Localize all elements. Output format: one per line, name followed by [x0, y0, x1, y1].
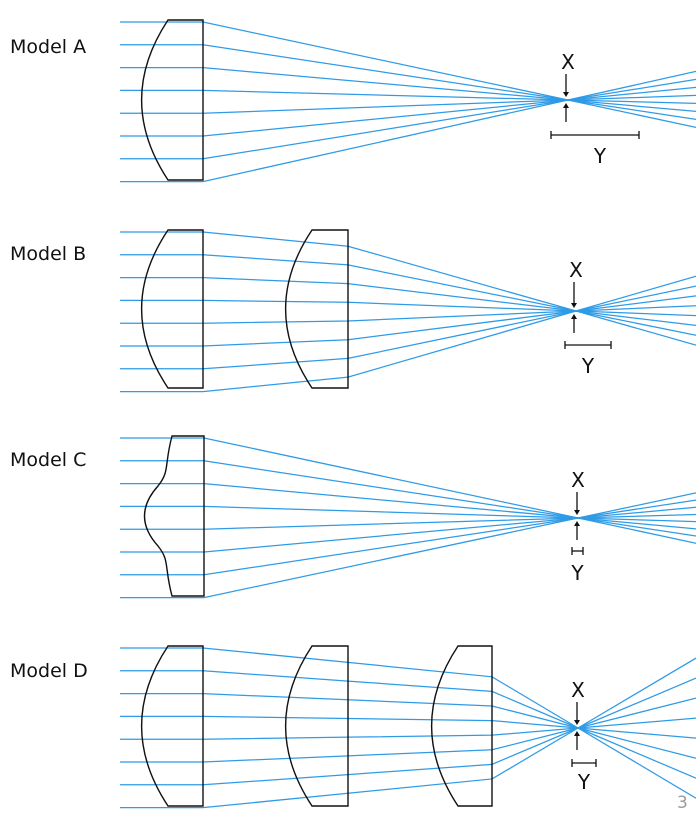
- ray: [120, 692, 696, 759]
- arrowhead: [574, 510, 580, 515]
- ray: [120, 66, 696, 112]
- ray: [120, 715, 696, 739]
- lens: [143, 435, 205, 597]
- ray: [120, 86, 696, 137]
- lens: [140, 229, 204, 389]
- ray: [120, 89, 696, 104]
- light-rays: [120, 21, 696, 183]
- ray: [120, 670, 696, 779]
- arrowhead: [574, 720, 580, 725]
- ray: [120, 697, 696, 763]
- ray: [120, 513, 696, 530]
- ray: [120, 505, 696, 523]
- x-label: X: [571, 678, 585, 702]
- ray: [120, 717, 696, 740]
- arrowhead: [563, 103, 569, 108]
- ray: [120, 285, 696, 370]
- lens: [284, 229, 349, 389]
- ray: [120, 231, 696, 346]
- light-rays: [120, 437, 696, 599]
- x-label: X: [569, 258, 583, 282]
- y-label: Y: [581, 354, 595, 378]
- model-label: Model B: [10, 243, 86, 265]
- model-label: Model A: [10, 36, 86, 58]
- ray: [120, 677, 696, 786]
- arrowhead: [571, 314, 577, 319]
- ray: [120, 499, 696, 576]
- ray: [120, 647, 696, 799]
- ray: [120, 299, 696, 317]
- lens: [140, 645, 204, 807]
- ray: [120, 482, 696, 530]
- y-label: Y: [577, 770, 591, 794]
- ray: [120, 275, 696, 393]
- y-label: Y: [570, 561, 584, 585]
- lens: [284, 645, 349, 807]
- model-panel: Model D X Y: [10, 645, 696, 809]
- model-label: Model C: [10, 449, 86, 471]
- ray: [120, 437, 696, 544]
- light-rays: [120, 231, 696, 393]
- model-label: Model D: [10, 660, 88, 682]
- ray: [120, 657, 696, 809]
- ray: [120, 492, 696, 599]
- arrowhead: [571, 303, 577, 308]
- ray: [120, 94, 696, 114]
- x-label: X: [571, 468, 585, 492]
- page-number: 3: [677, 793, 688, 813]
- x-label: X: [561, 50, 575, 74]
- ray: [120, 70, 696, 183]
- lens: [430, 645, 493, 807]
- light-rays: [120, 647, 696, 809]
- ray: [120, 21, 696, 128]
- model-panel: Model C X Y: [10, 435, 696, 599]
- ray: [120, 78, 696, 160]
- y-label: Y: [593, 144, 607, 168]
- ray: [120, 44, 696, 120]
- arrowhead: [563, 92, 569, 97]
- ray: [120, 460, 696, 537]
- arrowhead: [574, 521, 580, 526]
- model-panel: Model B X Y: [10, 229, 696, 393]
- arrowhead: [574, 731, 580, 736]
- model-panel: Model A X Y: [10, 19, 696, 183]
- lens: [140, 19, 204, 181]
